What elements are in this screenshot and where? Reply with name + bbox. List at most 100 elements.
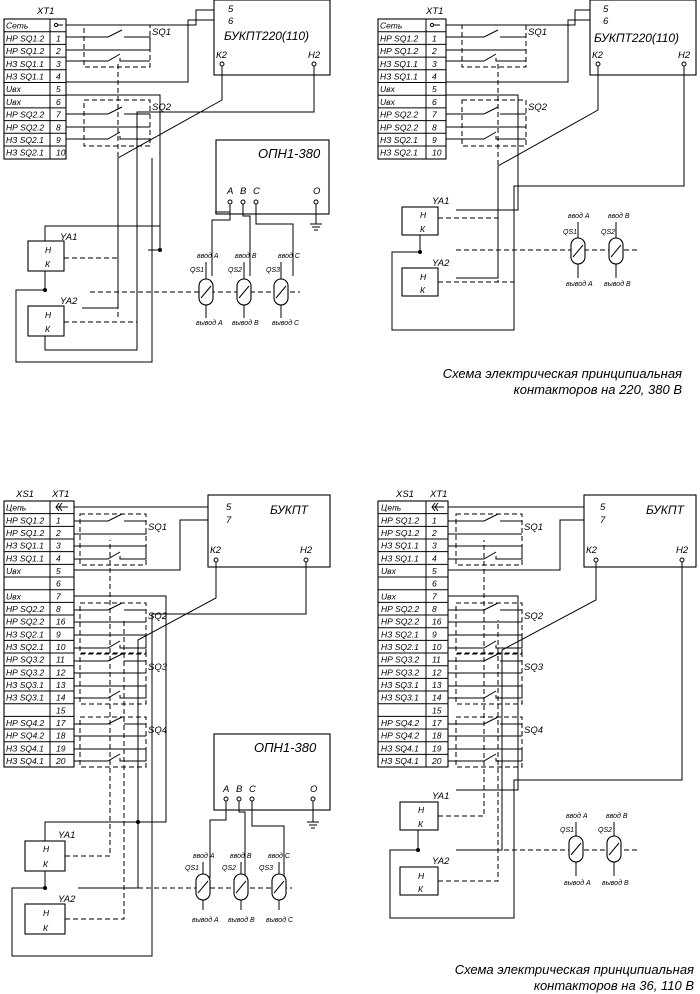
solenoid-ya2-3: YA2 Н К	[24, 894, 76, 935]
opn-pin-b: B	[240, 186, 247, 197]
terminal-row-number: 8	[56, 604, 61, 614]
xt1-label-3: XT1	[51, 489, 69, 500]
terminal-row-number: 11	[432, 655, 441, 665]
qs3-label-3: QS3	[259, 865, 273, 872]
terminal-row-number: 13	[432, 680, 442, 690]
terminal-row-number: 8	[56, 122, 61, 132]
terminal-row-number: 20	[55, 756, 66, 766]
qs1-out-3: вывод A	[192, 916, 219, 924]
ya2-k-3: К	[43, 923, 49, 933]
qs2-label-2: QS2	[601, 229, 615, 236]
terminal-row-name: НЗ SQ1.1	[6, 553, 44, 563]
terminal-6-label: 6	[228, 16, 234, 27]
terminal-row-name: НЗ SQ3.1	[6, 680, 44, 690]
qs2-out-2: вывод B	[604, 280, 631, 288]
ya2-k: К	[45, 324, 51, 334]
limit-switch-sq1: SQ1	[66, 24, 171, 68]
qs1-in-3: ввод A	[193, 852, 215, 860]
terminal-row-name: НР SQ2.2	[6, 110, 45, 120]
terminal-row-number: 15	[432, 705, 442, 715]
terminal-row-name: НР SQ3.2	[381, 667, 420, 677]
bukpt-title-2: БУКПТ	[646, 503, 686, 517]
qs2-out-3: вывод B	[228, 916, 255, 924]
xs1-label: XS1	[15, 489, 34, 500]
circuit-breaker-qs1: ввод A QS1 вывод A	[190, 252, 223, 327]
terminal-row-number: 8	[432, 122, 437, 132]
qs3-out: вывод C	[272, 319, 300, 327]
terminal-row-number: 9	[432, 135, 437, 145]
caption-line-4: контакторов на 36, 110 В	[533, 978, 694, 993]
circuit-breaker-qs2: ввод B QS2 вывод B	[228, 252, 259, 327]
ya2-label-4: YA2	[432, 856, 450, 867]
terminal-row-number: 5	[432, 84, 437, 94]
terminal-5-label-4: 5	[600, 502, 606, 513]
qs2-label-3: QS2	[222, 865, 236, 872]
opn-pin-o-2: O	[310, 784, 318, 795]
qs1-out-2: вывод A	[566, 280, 593, 288]
terminal-row-number: 14	[56, 693, 66, 703]
circuit-breaker-qs2-3: ввод B QS2 вывод B	[222, 852, 255, 924]
control-unit-bukpt-2: 5 7 БУКПТ К2 Н2	[583, 494, 697, 568]
plug-icon	[55, 502, 68, 512]
terminal-row-name: НЗ SQ1.1	[381, 541, 419, 551]
terminal-row-name: НР SQ4.2	[381, 731, 420, 741]
opn-title: ОПН1-380	[258, 146, 321, 161]
limit-switch-sq3: SQ3	[74, 653, 168, 705]
terminal-row-number: 9	[56, 629, 61, 639]
k2-label: К2	[216, 50, 228, 61]
circuit-breaker-qs3-3: ввод C QS3 вывод C	[259, 852, 294, 924]
surge-arrester-opn-2: ОПН1-380 A B C O	[213, 733, 331, 829]
qs1-label-4: QS1	[560, 827, 574, 834]
terminal-row-number: 18	[56, 731, 66, 741]
terminal-row-name: НЗ SQ2.1	[6, 135, 44, 145]
terminal-row-number: 17	[432, 718, 442, 728]
circuit-breaker-qs3: ввод C QS3 вывод C	[266, 252, 301, 327]
opn-pin-o: O	[313, 186, 321, 197]
terminal-row-number: 20	[431, 756, 442, 766]
terminal-row-number: 16	[56, 617, 66, 627]
terminal-row-name: НР SQ1.2	[6, 33, 45, 43]
terminal-row-name: НР SQ3.2	[6, 667, 45, 677]
ya2-n-2: Н	[420, 272, 427, 282]
terminal-row-name: НР SQ4.2	[6, 731, 45, 741]
limit-switch-sq2-3: SQ2	[74, 602, 168, 654]
terminal-row-number: 7	[432, 110, 437, 120]
terminal-5-label: 5	[228, 4, 234, 15]
qs1-in: ввод A	[197, 252, 219, 260]
terminal-row-number: 6	[56, 97, 61, 107]
terminal-row-name: Цепь	[381, 503, 401, 513]
terminal-row-name: НР SQ4.2	[381, 718, 420, 728]
circuit-breaker-qs2-2: ввод B QS2 вывод B	[601, 212, 631, 288]
qs2-in: ввод B	[235, 252, 257, 260]
solenoid-ya1-2: YA1 Н К	[401, 196, 449, 236]
terminal-row-name: Uвх	[380, 84, 396, 94]
terminal-row-number: 4	[56, 72, 61, 82]
qs3-in-3: ввод C	[268, 852, 291, 860]
terminal-row-name: Uвх	[6, 97, 22, 107]
terminal-row-number: 16	[432, 617, 442, 627]
limit-switch-sq1-2: SQ1	[446, 24, 547, 68]
terminal-row-number: 2	[55, 528, 61, 538]
terminal-row-number: 12	[56, 667, 66, 677]
terminal-row-number: 4	[432, 72, 437, 82]
terminal-row-number: 18	[432, 731, 442, 741]
bukpt220-title: БУКПТ220(110)	[224, 29, 309, 43]
terminal-row-number: 9	[56, 135, 61, 145]
sq3-label-2: SQ3	[524, 662, 544, 673]
terminal-row-name: НР SQ1.2	[6, 528, 45, 538]
solenoid-ya1-4: YA1 Н К	[399, 791, 449, 831]
k2-label-4: К2	[586, 545, 598, 556]
ya1-label-3: YA1	[58, 830, 75, 841]
qs2-in-4: ввод B	[606, 812, 628, 820]
terminal-row-number: 6	[432, 97, 437, 107]
terminal-row-name: НР SQ2.2	[380, 122, 419, 132]
terminal-row-name: НР SQ1.2	[6, 515, 45, 525]
terminal-row-number: 6	[432, 579, 437, 589]
bukpt-title: БУКПТ	[270, 503, 310, 517]
sq1-label-3: SQ1	[148, 522, 167, 533]
